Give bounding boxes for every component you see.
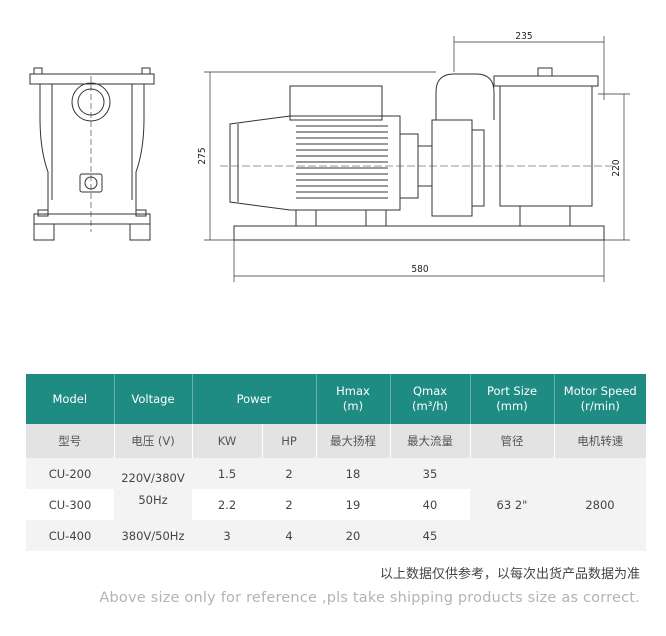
cn-header-port: 管径 [470,424,555,458]
table-row: CU-400 380V/50Hz 3 4 20 45 [26,520,646,551]
cell-hmax: 18 [316,458,390,489]
cell-model: CU-300 [48,497,92,512]
cell-motor-speed: 2800 [554,458,646,551]
cn-header-speed: 电机转速 [554,424,646,458]
cell-qmax: 35 [390,458,470,489]
cell-voltage: 380V/50Hz [114,520,192,551]
table-row: CU-300 2.2 2 19 40 [26,489,646,520]
cell-hmax: 20 [316,520,390,551]
header-model: Model [26,374,115,424]
dim-top-label: 235 [515,31,532,42]
header-row: Model Voltage Power Hmax(m) Qmax(m³/h) P… [26,374,646,424]
specifications-table: Model Voltage Power Hmax(m) Qmax(m³/h) P… [26,374,646,551]
cell-hp: 2 [262,458,316,489]
cn-header-voltage: 电压 (V) [114,424,193,458]
cell-model: CU-400 [26,520,114,551]
header-port-size: Port Size(mm) [470,374,555,424]
cn-header-qmax: 最大流量 [390,424,471,458]
pump-side-view [220,67,614,241]
cell-hp: 4 [262,520,316,551]
header-hmax: Hmax(m) [316,374,391,424]
cn-header-hp: HP [262,424,317,458]
dimension-lines [204,36,630,282]
cell-hmax: 19 [345,497,361,512]
cell-qmax: 40 [422,497,438,512]
cell-port-size: 63 2" [470,458,554,551]
chinese-header-row: 型号 电压 (V) KW HP 最大扬程 最大流量 管径 电机转速 [26,424,646,458]
cn-header-hmax: 最大扬程 [316,424,391,458]
cell-model: CU-200 [26,458,114,489]
cn-header-model: 型号 [26,424,115,458]
cell-kw: 3 [192,520,262,551]
dim-left-label: 275 [197,147,208,164]
cn-header-kw: KW [192,424,263,458]
header-qmax: Qmax(m³/h) [390,374,471,424]
header-motor-speed: Motor Speed(r/min) [554,374,646,424]
pump-technical-drawing: 235 275 220 580 [29,31,630,282]
note-english: Above size only for reference ,pls take … [99,590,640,606]
cell-hp: 2 [285,497,293,512]
pump-front-view [29,67,155,241]
header-voltage: Voltage [114,374,193,424]
header-power: Power [192,374,317,424]
note-chinese: 以上数据仅供参考，以每次出货产品数据为准 [379,567,640,582]
cell-kw: 1.5 [192,458,262,489]
reference-notes: 以上数据仅供参考，以每次出货产品数据为准 Above size only for… [99,566,640,608]
cell-kw: 2.2 [217,497,237,512]
dim-bottom-label: 580 [411,264,428,275]
cell-qmax: 45 [390,520,470,551]
dim-right-label: 220 [611,159,622,176]
